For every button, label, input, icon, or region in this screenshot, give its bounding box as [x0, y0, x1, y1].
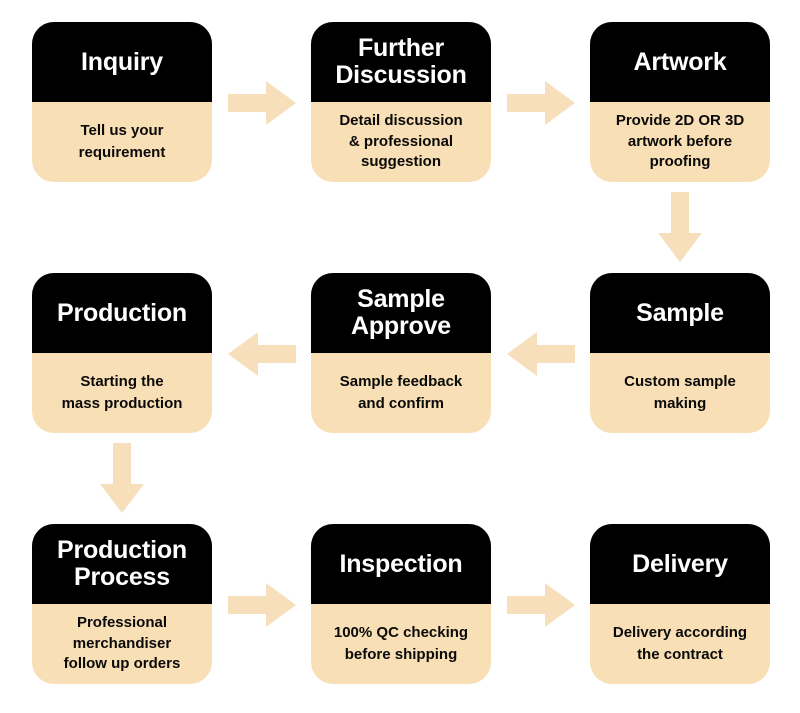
process-node-sample-approve[interactable]: Sample Approve Sample feedback and confi…	[311, 273, 491, 433]
node-title-inquiry: Inquiry	[32, 22, 212, 102]
node-body-delivery: Delivery according the contract	[612, 624, 748, 663]
node-title-further-discussion: Further Discussion	[311, 22, 491, 102]
node-body-sample-approve: Sample feedback and confirm	[339, 373, 463, 412]
process-node-inquiry[interactable]: Inquiry Tell us your requirement	[32, 22, 212, 182]
process-node-sample[interactable]: Sample Custom sample making	[590, 273, 770, 433]
process-node-artwork[interactable]: Artwork Provide 2D OR 3D artwork before …	[590, 22, 770, 182]
node-body-inquiry: Tell us your requirement	[78, 122, 166, 161]
process-node-inspection[interactable]: Inspection 100% QC checking before shipp…	[311, 524, 491, 684]
arrow-right-icon-inquiry-to-further-discussion	[228, 77, 296, 129]
node-body-production: Starting the mass production	[61, 373, 183, 412]
arrow-down-icon-production-to-production-process	[96, 443, 148, 513]
arrow-right-icon-production-process-to-inspection	[228, 579, 296, 631]
node-title-production-process: Production Process	[32, 524, 212, 604]
node-body-artwork: Provide 2D OR 3D artwork before proofing	[615, 111, 745, 171]
process-node-further-discussion[interactable]: Further Discussion Detail discussion & p…	[311, 22, 491, 182]
arrow-right-icon-further-discussion-to-artwork	[507, 77, 575, 129]
process-node-delivery[interactable]: Delivery Delivery according the contract	[590, 524, 770, 684]
node-title-sample: Sample	[590, 273, 770, 353]
node-title-production: Production	[32, 273, 212, 353]
node-body-inspection: 100% QC checking before shipping	[333, 624, 469, 663]
node-title-inspection: Inspection	[311, 524, 491, 604]
node-body-sample: Custom sample making	[624, 373, 736, 412]
node-title-artwork: Artwork	[590, 22, 770, 102]
arrow-down-icon-artwork-to-sample	[654, 192, 706, 262]
process-node-production-process[interactable]: Production Process Professional merchand…	[32, 524, 212, 684]
arrow-left-icon-sample-approve-to-production	[228, 328, 296, 380]
process-node-production[interactable]: Production Starting the mass production	[32, 273, 212, 433]
node-title-delivery: Delivery	[590, 524, 770, 604]
arrow-left-icon-sample-to-sample-approve	[507, 328, 575, 380]
node-body-further-discussion: Detail discussion & professional suggest…	[339, 111, 463, 171]
node-title-sample-approve: Sample Approve	[311, 273, 491, 353]
node-body-production-process: Professional merchandiser follow up orde…	[63, 613, 181, 673]
arrow-right-icon-inspection-to-delivery	[507, 579, 575, 631]
